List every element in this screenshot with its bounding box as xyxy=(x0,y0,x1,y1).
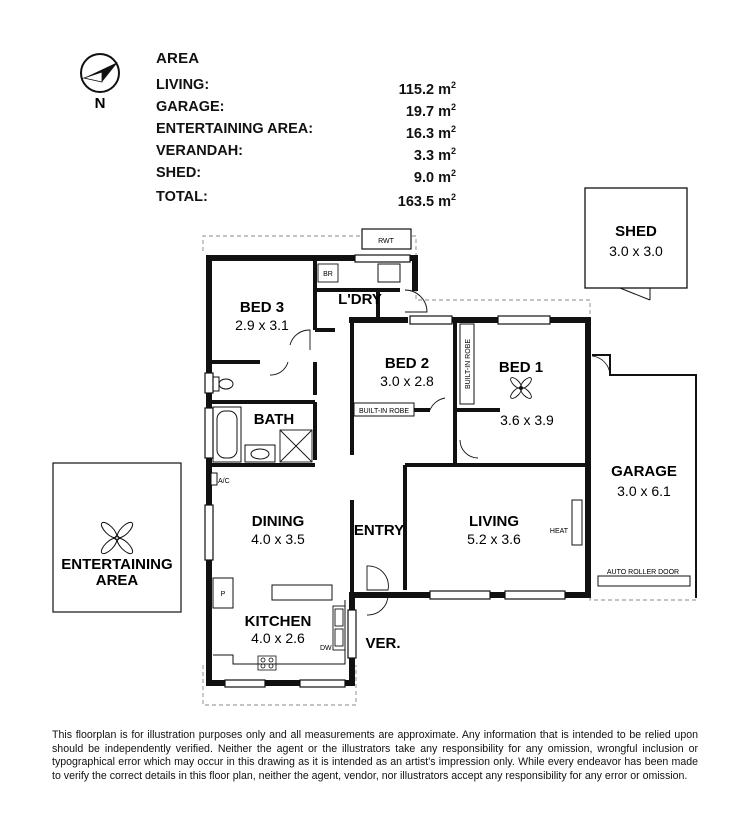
room-dims-dining: 4.0 x 3.5 xyxy=(251,531,305,547)
builtin-robe-bed1-label: BUILT-IN ROBE xyxy=(465,339,472,389)
room-dims-living: 5.2 x 3.6 xyxy=(467,531,521,547)
area-value: 19.7 m2 xyxy=(405,102,456,120)
builtin-robe-bed2 xyxy=(353,402,415,417)
room-dims-bed3: 2.9 x 3.1 xyxy=(235,317,289,333)
room-name-entry: ENTRY xyxy=(354,522,404,539)
room-dims-kitchen: 4.0 x 2.6 xyxy=(251,630,305,646)
room-name-living: LIVING xyxy=(469,513,519,530)
toilet-icon xyxy=(212,376,234,392)
area-row-verandah: VERANDAH: 3.3 m2 xyxy=(156,140,456,164)
room-dims-bed1: 3.6 x 3.9 xyxy=(500,412,554,428)
area-value: 16.3 m2 xyxy=(405,124,456,142)
ceiling-fan-icon xyxy=(100,521,134,555)
area-label: SHED: xyxy=(156,165,202,181)
room-name-laundry: L'DRY xyxy=(338,291,382,308)
area-summary: AREA LIVING: 115.2 m2 GARAGE: 19.7 m2 EN… xyxy=(156,50,456,210)
compass-icon xyxy=(80,53,120,93)
ceiling-fan-icon xyxy=(510,377,532,399)
area-title: AREA xyxy=(156,50,200,67)
dishwasher-label: DW xyxy=(320,645,332,652)
area-label: LIVING: xyxy=(156,77,210,93)
shower-icon xyxy=(279,429,313,463)
compass-label: N xyxy=(95,95,106,112)
area-value: 115.2 m2 xyxy=(398,80,456,98)
room-name-verandah: VER. xyxy=(365,635,400,652)
room-name-bed2: BED 2 xyxy=(385,355,429,372)
ac-label: A/C xyxy=(218,478,230,485)
area-value: 9.0 m2 xyxy=(413,168,456,186)
room-dims-garage: 3.0 x 6.1 xyxy=(617,483,671,499)
windows xyxy=(204,254,566,688)
auto-roller-door-label: AUTO ROLLER DOOR xyxy=(607,569,679,576)
cooktop-icon xyxy=(257,655,277,671)
builtin-robe-bed1 xyxy=(459,323,475,405)
area-label: TOTAL: xyxy=(156,189,208,205)
room-name-bed1: BED 1 xyxy=(499,359,543,376)
vanity-basin-icon xyxy=(244,444,276,463)
rainwater-tank xyxy=(361,228,412,250)
doors xyxy=(269,289,479,616)
area-label: GARAGE: xyxy=(156,99,225,115)
heat-label: HEAT xyxy=(550,528,569,535)
area-label: VERANDAH: xyxy=(156,143,243,159)
area-row-total: TOTAL: 163.5 m2 xyxy=(156,186,456,210)
room-dims-shed: 3.0 x 3.0 xyxy=(609,243,663,259)
shed-outline xyxy=(584,187,688,301)
entertaining-area-outline xyxy=(52,462,182,613)
area-value: 3.3 m2 xyxy=(413,146,456,164)
area-label: ENTERTAINING AREA: xyxy=(156,121,314,137)
rwt-label: RWT xyxy=(378,238,395,245)
area-row-shed: SHED: 9.0 m2 xyxy=(156,162,456,186)
laundry-sink xyxy=(377,263,401,283)
kitchen-sink-icon xyxy=(332,605,346,651)
broom-cupboard xyxy=(317,263,339,283)
room-name-bed3: BED 3 xyxy=(240,299,284,316)
room-dims-bed2: 3.0 x 2.8 xyxy=(380,373,434,389)
br-label: BR xyxy=(323,271,333,278)
disclaimer-text: This floorplan is for illustration purpo… xyxy=(52,729,698,782)
room-name-bath: BATH xyxy=(254,411,295,428)
area-row-entertaining: ENTERTAINING AREA: 16.3 m2 xyxy=(156,118,456,142)
room-name-entertaining: ENTERTAINING xyxy=(61,556,172,573)
room-name-kitchen: KITCHEN xyxy=(245,613,312,630)
heater xyxy=(571,499,583,546)
room-name-entertaining-2: AREA xyxy=(96,572,139,589)
room-name-garage: GARAGE xyxy=(611,463,677,480)
bathtub-icon xyxy=(212,406,242,463)
garage-door-swing xyxy=(591,355,611,376)
area-value: 163.5 m2 xyxy=(397,192,456,210)
area-row-garage: GARAGE: 19.7 m2 xyxy=(156,96,456,120)
room-name-dining: DINING xyxy=(252,513,305,530)
room-name-shed: SHED xyxy=(615,223,657,240)
pantry-label: P xyxy=(221,591,226,598)
builtin-robe-bed2-label: BUILT-IN ROBE xyxy=(359,408,409,415)
area-row-living: LIVING: 115.2 m2 xyxy=(156,74,456,98)
ac-unit xyxy=(210,472,218,486)
floor-plan: N SHED 3.0 x 3.0 RWT ENTERTAINING AREA xyxy=(52,53,697,706)
